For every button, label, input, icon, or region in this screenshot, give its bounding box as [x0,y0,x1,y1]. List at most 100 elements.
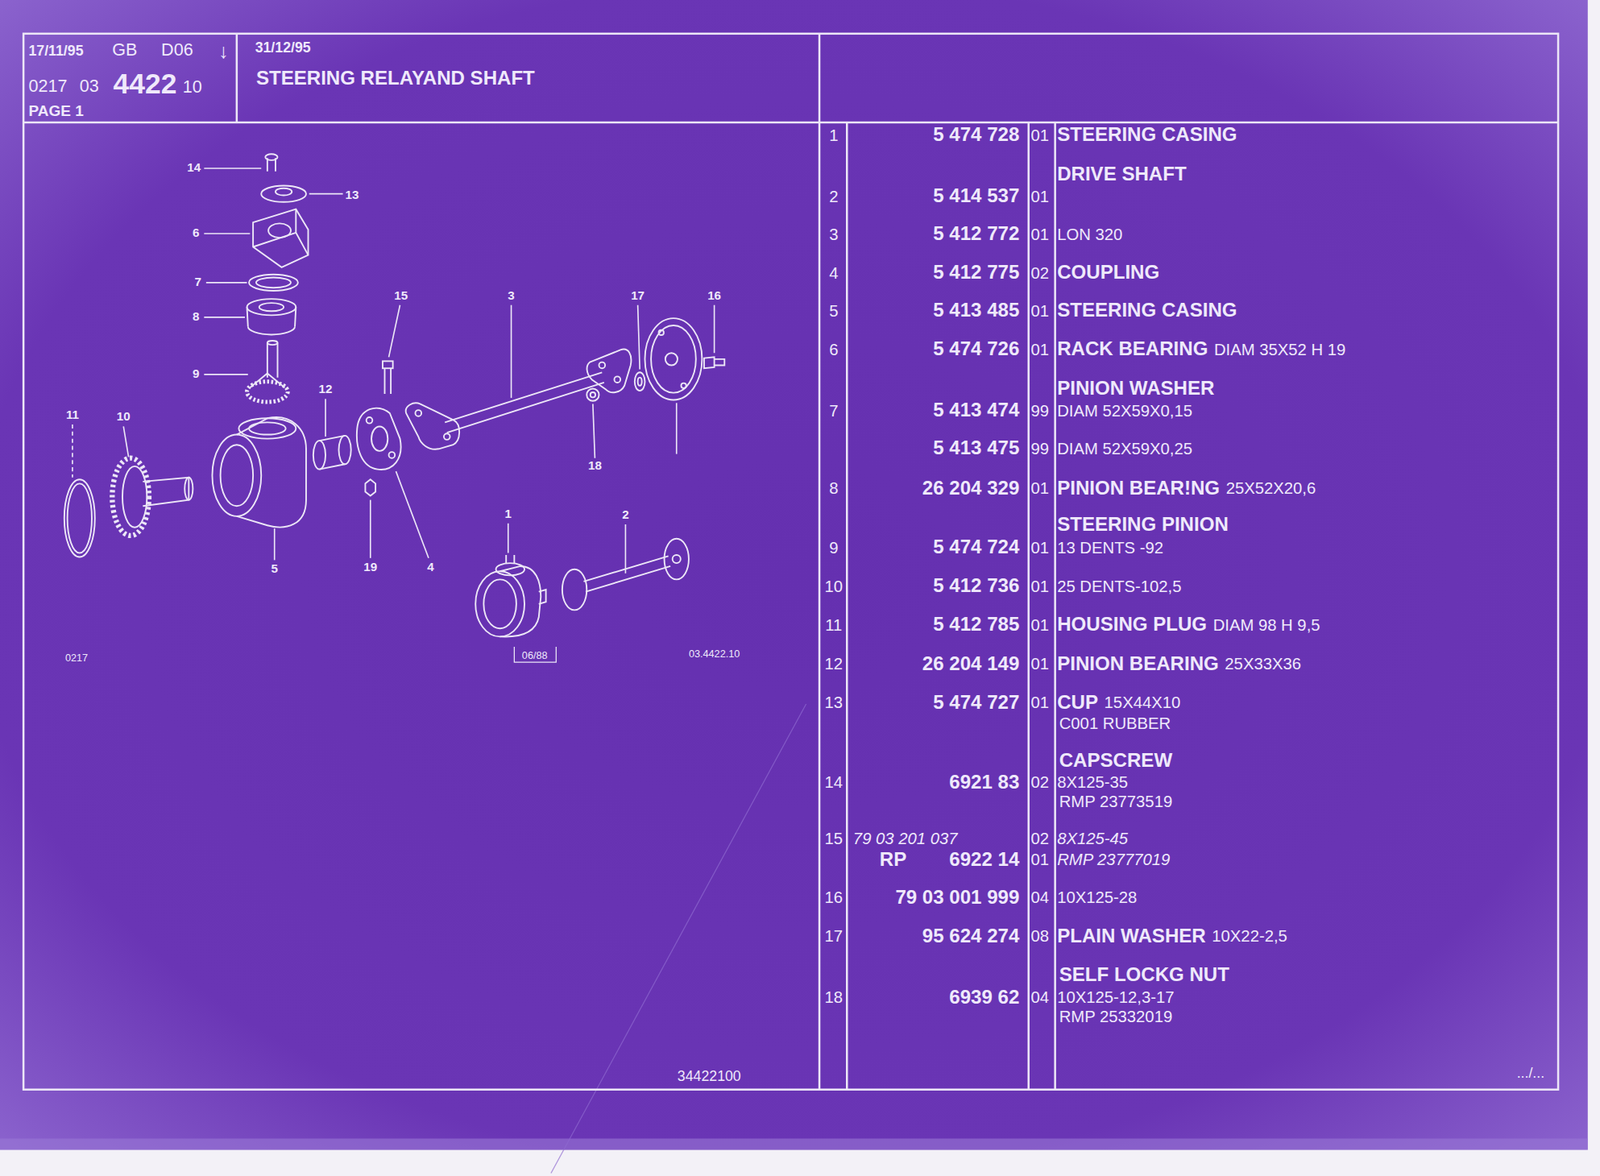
quantity-code: 99 [1030,439,1049,458]
exploded-view [319,435,345,470]
exploded-view [590,392,596,398]
callout-number: 5 [270,562,278,577]
sheet-frame [23,121,1559,125]
part-spec: 25X52X20,6 [1226,480,1317,498]
exploded-view [252,209,308,256]
part-number: 5 413 474 [932,400,1020,422]
part-number: 6939 62 [949,986,1020,1008]
sheet-code: 10 [182,78,203,98]
exploded-view [644,318,702,400]
exploded-view [586,389,599,402]
part-number: RP [879,849,907,871]
part-spec: 10X125-28 [1056,888,1137,907]
leader-line [203,167,262,170]
callout-number: 16 [707,289,722,303]
drawing-reference: 03.4422.10 [688,648,740,660]
quantity-code: 02 [1030,829,1049,848]
part-number: 6921 83 [949,771,1020,793]
item-number: 15 [824,829,844,848]
quantity-code: 01 [1030,187,1049,206]
sheet-frame [818,33,821,1091]
exploded-view [414,410,422,417]
leader-line [203,316,245,319]
leader-line [71,424,74,478]
leader-line [273,528,276,560]
item-number: 1 [829,126,838,145]
drawing-reference: 06/88 [522,649,548,661]
item-number: 8 [829,480,838,498]
exploded-view [238,418,296,439]
page-title: STEERING RELAYAND SHAFT [256,67,535,89]
callout-number: 15 [393,289,408,303]
part-spec: 15X44X10 [1104,694,1182,713]
exploded-view [366,417,374,424]
part-spec: 13 DENTS -92 [1056,538,1164,557]
header-cell: 31/12/95STEERING RELAYAND SHAFT [236,33,820,123]
item-number: 6 [829,340,838,359]
part-name: STEERING PINION [1056,514,1229,536]
sheet-frame [1053,122,1057,1091]
part-spec: 10X125-12,3-17 [1056,989,1174,1008]
leader-line [638,305,641,370]
exploded-view [64,153,725,637]
model-code: 0217 [28,77,67,97]
part-name: DRIVE SHAFT [1056,163,1186,185]
exploded-view [122,466,147,528]
leader-line [369,500,372,559]
exploded-view [220,444,254,506]
part-number: 5 413 485 [932,300,1020,322]
leader-line [395,471,429,559]
exploded-view [406,402,460,449]
exploded-view [313,440,326,469]
sheet-frame [845,122,849,1091]
leader-line [72,168,715,574]
leader-line [510,305,513,398]
callout-number: 18 [588,459,602,473]
item-number: 5 [829,302,838,320]
item-number: 14 [824,773,844,792]
exploded-view [371,426,388,451]
drawing-reference: 0217 [65,652,88,664]
exploded-view [500,566,542,638]
exploded-view [704,356,725,369]
item-number: 7 [829,402,838,420]
item-number: 18 [824,989,844,1008]
header-cell: 17/11/95GBD06↓021703442210PAGE 1 [22,33,237,123]
exploded-view [665,352,678,365]
part-number: 95 624 274 [922,925,1020,947]
part-spec: C001 RUBBER [1059,714,1172,733]
part-spec: 25 DENTS-102,5 [1056,577,1182,596]
leader-line [675,402,678,454]
part-spec: 25X33X36 [1224,654,1302,673]
film-ground [551,704,807,1174]
date-box [513,646,556,663]
exploded-view [259,302,284,311]
callout-number: 8 [192,310,199,325]
part-number: 79 03 201 037 [853,829,958,848]
exploded-view [256,277,291,289]
part-number: 5 412 772 [932,223,1020,245]
leader-line [713,305,716,354]
exploded-view [248,422,287,435]
exploded-view [267,157,276,171]
exploded-view [664,538,689,581]
part-spec: DIAM 52X59X0,25 [1056,439,1193,458]
exploded-view [111,458,150,536]
item-number: 13 [824,694,844,713]
exploded-view [538,589,547,605]
part-spec: 8X125-35 [1056,773,1128,792]
part-spec: 10X22-2,5 [1211,928,1288,946]
part-number: 5 412 785 [932,614,1020,636]
exploded-view [444,372,605,433]
exploded-view [475,571,525,637]
callout-number: 9 [192,367,199,382]
callout-number: 2 [621,508,629,523]
exploded-view [261,186,307,203]
quantity-code: 01 [1030,616,1049,635]
leader-line [625,524,627,574]
part-number: 6922 14 [949,849,1020,871]
exploded-view [248,274,299,291]
callout-number: 19 [363,560,378,575]
part-number: 5 412 736 [932,576,1020,597]
